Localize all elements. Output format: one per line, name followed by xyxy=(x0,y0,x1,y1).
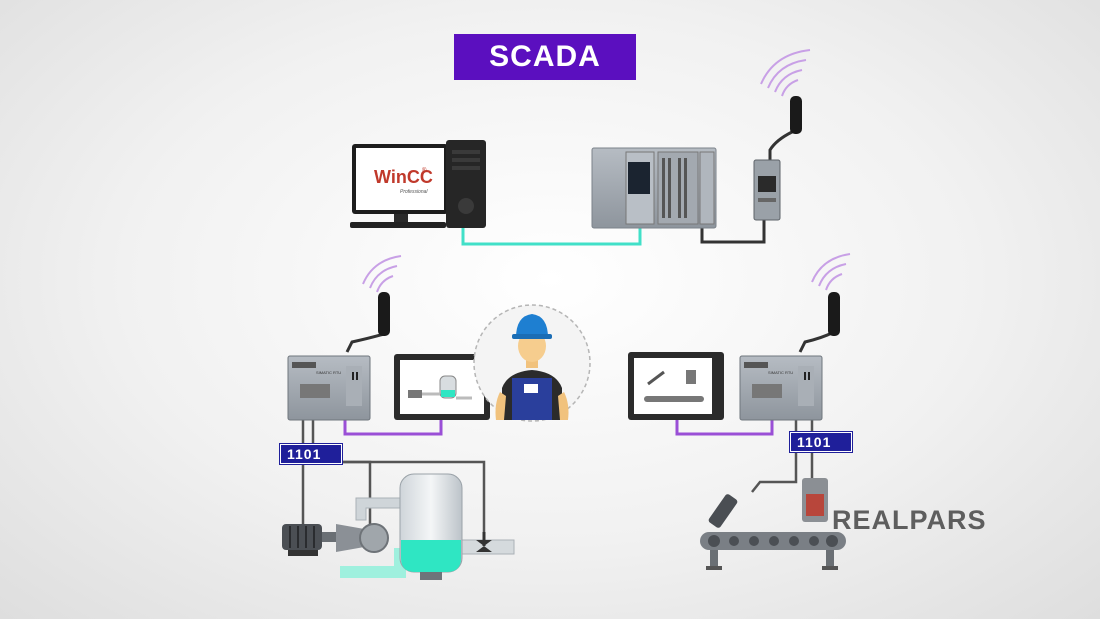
rtu-left-label: SIMATIC RTU xyxy=(316,370,341,375)
valve xyxy=(476,532,492,552)
rtu-right-label: SIMATIC RTU xyxy=(768,370,793,375)
antenna-top xyxy=(790,96,802,134)
proximity-sensor xyxy=(708,494,738,528)
diagram-title: SCADA xyxy=(454,34,636,80)
antenna-right xyxy=(828,292,840,336)
antenna-left xyxy=(378,292,390,336)
rtu-right: SIMATIC RTU xyxy=(739,355,823,421)
wireless-signal-icon-left xyxy=(362,255,402,293)
wincc-edition: Professional xyxy=(400,189,428,195)
hmi-right xyxy=(628,352,724,420)
wireless-signal-icon-top xyxy=(760,49,811,97)
antenna-cable-right xyxy=(798,330,835,353)
io-badge-left: 1101 xyxy=(280,444,342,464)
communication-module xyxy=(753,159,781,221)
antenna-cable-left xyxy=(345,332,385,353)
profinet-cable-left xyxy=(343,418,443,436)
ethernet-cable xyxy=(461,228,642,246)
pump xyxy=(322,523,389,553)
plc-rack xyxy=(591,147,717,229)
profinet-cable-right xyxy=(675,418,774,436)
scada-workstation: WinCC ® Professional xyxy=(350,140,486,228)
wincc-trademark: ® xyxy=(422,167,427,174)
motor xyxy=(282,524,322,556)
wireless-signal-icon-right xyxy=(811,253,851,291)
wincc-logo: WinCC xyxy=(374,167,433,187)
photoelectric-sensor xyxy=(802,478,828,522)
rtu-left: SIMATIC RTU xyxy=(287,355,371,421)
io-badge-right: 1101 xyxy=(790,432,852,452)
realpars-logo: REALPARS xyxy=(832,505,987,535)
conveyor xyxy=(700,532,846,570)
hmi-left xyxy=(394,354,490,420)
storage-tank xyxy=(399,473,463,580)
operator-avatar xyxy=(473,304,591,422)
